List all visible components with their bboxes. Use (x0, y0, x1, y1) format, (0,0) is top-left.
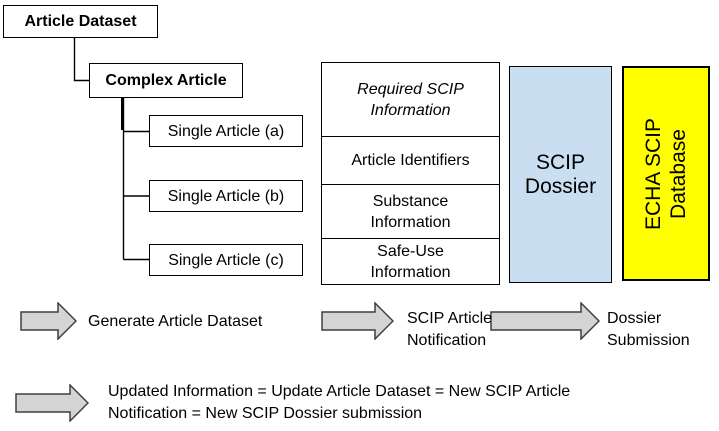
echa-scip-database-label: ECHA SCIP Database (642, 117, 690, 230)
echa-scip-database-box: ECHA SCIP Database (622, 66, 710, 281)
update-cycle-note-line1: Updated Information = Update Article Dat… (108, 383, 571, 400)
dossier-submission-label: Dossier Submission (607, 310, 690, 349)
single-article-c-box: Single Article (c) (149, 244, 303, 276)
info-panel-row-substance-information: Substance Information (322, 184, 499, 238)
info-panel-header-cell: Required SCIP Information (322, 63, 499, 136)
single-article-b-label: Single Article (b) (167, 187, 285, 205)
complex-article-box: Complex Article (89, 63, 243, 98)
single-article-b-box: Single Article (b) (149, 180, 303, 212)
scip-dossier-label: SCIP Dossier (524, 150, 597, 198)
submission-arrow-icon (490, 302, 600, 340)
single-article-a-box: Single Article (a) (149, 115, 303, 147)
scip-dossier-box: SCIP Dossier (509, 66, 612, 283)
article-dataset-label: Article Dataset (24, 13, 137, 30)
notification-arrow-icon (321, 302, 394, 340)
generate-article-dataset-label: Generate Article Dataset (88, 313, 263, 330)
generate-arrow-icon (20, 302, 77, 340)
info-panel-row-article-identifiers: Article Identifiers (322, 136, 499, 184)
article-identifiers-label: Article Identifiers (351, 152, 470, 169)
single-article-a-label: Single Article (a) (167, 122, 285, 140)
update-cycle-note: Updated Information = Update Article Dat… (108, 381, 570, 425)
substance-information-label: Substance Information (370, 192, 451, 231)
safe-use-information-label: Safe-Use Information (370, 242, 451, 281)
complex-article-label: Complex Article (105, 72, 227, 89)
scip-article-notification-label: SCIP Article Notification (407, 310, 493, 349)
article-dataset-box: Article Dataset (3, 5, 158, 38)
update-arrow-icon (15, 384, 89, 422)
info-panel-header-label: Required SCIP Information (357, 80, 464, 119)
update-cycle-note-line2: Notification = New SCIP Dossier submissi… (108, 405, 423, 422)
info-panel-row-safe-use-information: Safe-Use Information (322, 238, 499, 284)
single-article-c-label: Single Article (c) (168, 251, 284, 269)
required-scip-information-panel: Required SCIP Information Article Identi… (321, 62, 500, 285)
